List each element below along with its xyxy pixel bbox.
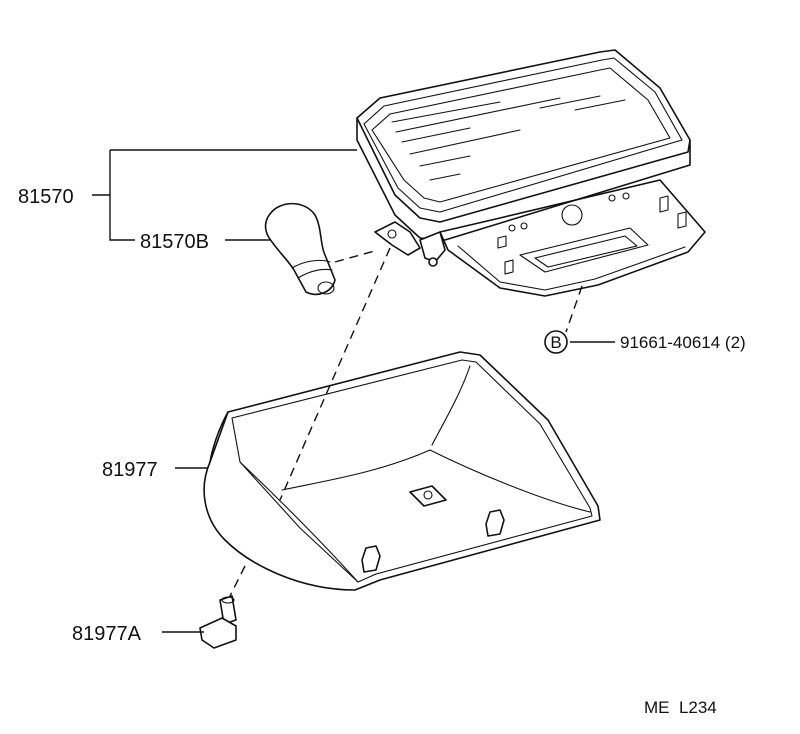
part-label-bulb: 81570B (140, 231, 209, 253)
lamp-assembly (356, 49, 706, 297)
lens-hatching (391, 95, 626, 181)
bulb (264, 202, 336, 296)
clip (199, 595, 237, 649)
alignment-lines (229, 247, 583, 597)
bracket-screws (497, 192, 687, 275)
bulb-socket (374, 221, 446, 267)
diagram-code: ME L234 (644, 698, 717, 717)
bolt-marker: B (544, 330, 568, 354)
part-label-lamp-assembly: 81570 (18, 186, 74, 208)
bolt-marker-letter: B (550, 333, 561, 352)
leader-lines (92, 149, 615, 633)
part-label-clip: 81977A (72, 623, 142, 645)
cover (203, 351, 601, 591)
part-label-cover: 81977 (102, 459, 158, 481)
part-label-bolt: 91661-40614 (2) (620, 333, 746, 352)
